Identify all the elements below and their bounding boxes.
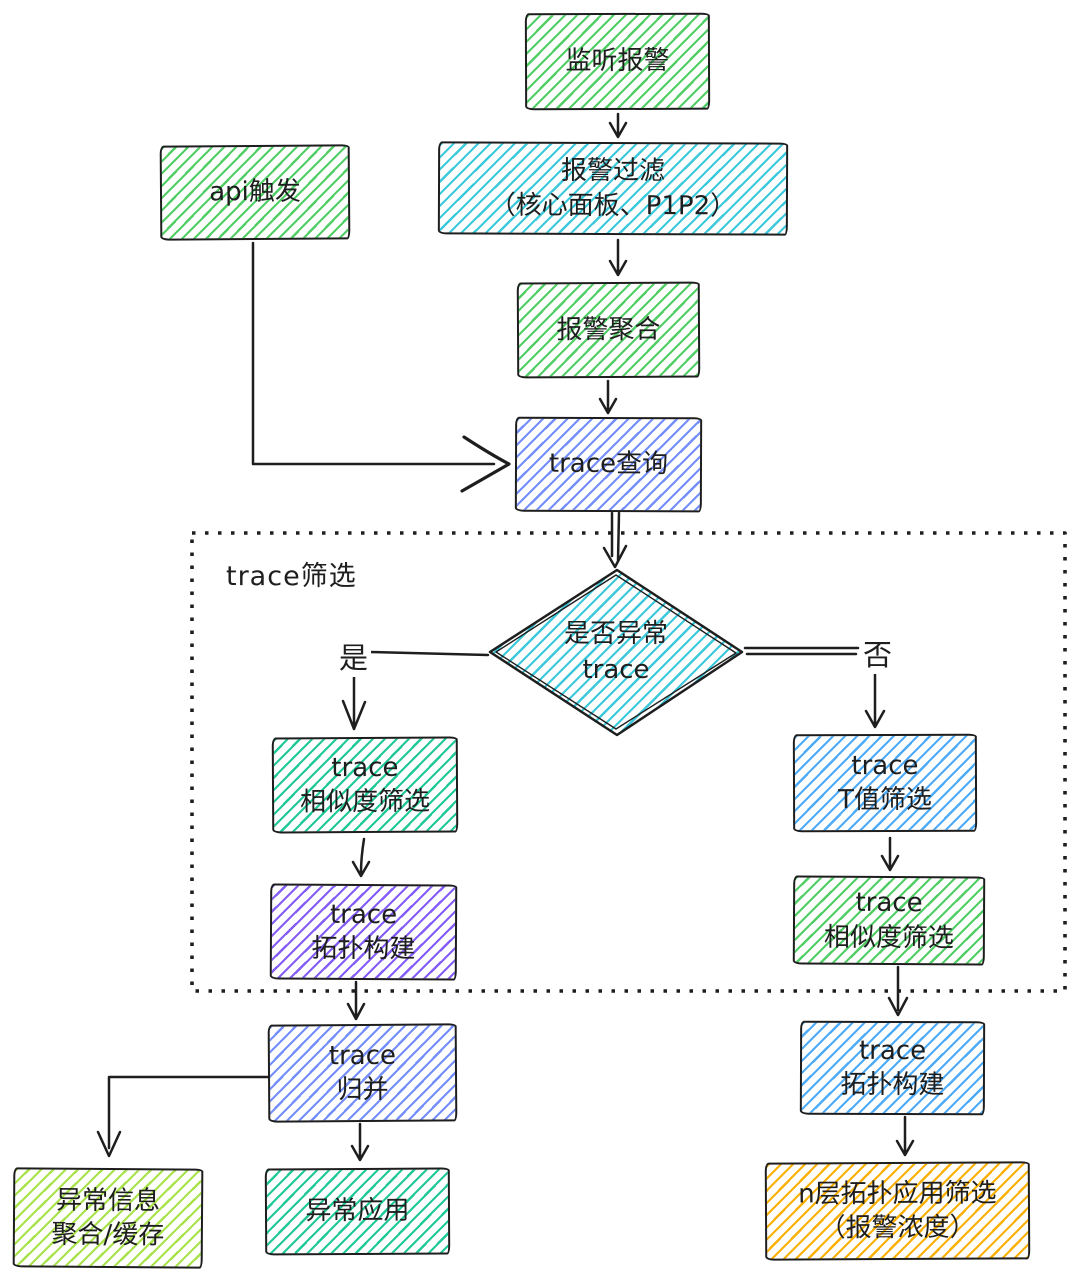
arrow-filter-to-aggregate	[608, 238, 628, 277]
edge-decision-no	[743, 646, 860, 656]
arrow-aggregate-to-query	[598, 379, 618, 415]
decision-outline	[488, 568, 744, 737]
node-alarm-filter: 报警过滤 （核心面板、P1P2）	[437, 141, 789, 236]
node-trace-topology-left: trace 拓扑构建	[269, 883, 458, 981]
node-alarm-aggregate: 报警聚合	[516, 281, 701, 379]
arrow-merge-to-app	[350, 1122, 370, 1162]
node-trace-similarity-left: trace 相似度筛选	[271, 736, 459, 834]
arrow-tval-to-rsim	[880, 836, 900, 872]
edge-label-yes: 是	[336, 635, 372, 677]
decision-outline-sketch	[495, 574, 737, 730]
edge-decision-yes	[368, 650, 490, 657]
arrow-rtopo-to-nlayer	[895, 1115, 915, 1157]
node-trace-merge: trace 归并	[267, 1023, 458, 1123]
connectors	[96, 112, 1067, 1162]
node-trace-similarity-right: trace 相似度筛选	[792, 875, 986, 966]
arrow-api-to-query	[251, 241, 496, 466]
trace-filter-group-border	[190, 531, 1067, 993]
arrow-ltopo-to-merge	[346, 980, 366, 1021]
arrow-rsim-to-rtopo	[887, 965, 909, 1017]
trace-filter-group-label: trace筛选	[226, 561, 357, 592]
arrow-no-down	[864, 669, 886, 729]
arrow-lsim-to-ltopo	[351, 837, 371, 878]
node-abnormal-info-cache: 异常信息 聚合/缓存	[12, 1167, 204, 1269]
node-abnormal-app: 异常应用	[264, 1167, 451, 1256]
node-listen-alarm: 监听报警	[524, 12, 711, 111]
node-decision-label: 是否异常 trace	[563, 619, 668, 685]
arrow-query-to-decision	[602, 511, 628, 569]
node-trace-query: trace查询	[514, 416, 703, 513]
edge-label-no: 否	[860, 632, 896, 674]
arrow-merge-to-info	[96, 1075, 270, 1158]
arrow-api-head	[460, 435, 511, 493]
node-trace-tvalue-filter: trace T值筛选	[792, 733, 978, 833]
node-trace-topology-right: trace 拓扑构建	[799, 1020, 986, 1116]
node-n-layer-topology-filter: n层拓扑应用筛选 （报警浓度）	[764, 1161, 1031, 1261]
arrow-listen-to-filter	[608, 112, 628, 139]
node-api-trigger: api触发	[159, 144, 351, 241]
arrow-yes-down	[341, 674, 367, 731]
